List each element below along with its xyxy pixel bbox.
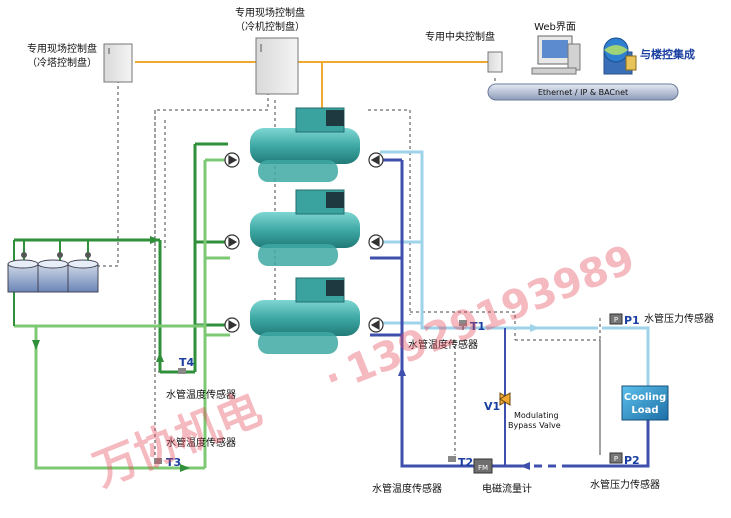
p2-tag: P2 (624, 454, 640, 467)
cooling-tower-icon (67, 259, 99, 293)
tower-panel-label-2: （冷塔控制盘） (27, 56, 97, 69)
chiller-panel-label-1: 专用现场控制盘 (235, 6, 305, 19)
t4-sensor-label: 水管温度传感器 (166, 388, 236, 401)
condenser-flow-arrows (32, 236, 190, 472)
chiller-unit-2 (250, 189, 360, 266)
network-bus: Ethernet / IP & BACnet (487, 83, 679, 101)
pump-icon (368, 234, 384, 250)
cooling-tower-icon (37, 259, 69, 293)
chiller-unit-1 (250, 107, 360, 182)
pump-icon (368, 152, 384, 168)
control-wiring (135, 61, 496, 110)
chiller-panel-label-2: （冷机控制盘） (235, 20, 305, 33)
pressure-sensor-p2: P (609, 452, 623, 464)
sensor-t2 (448, 456, 456, 462)
tower-panel-label-1: 专用现场控制盘 (27, 42, 97, 55)
cooling-load-label-2: Load (631, 405, 658, 416)
bypass-valve-label-1: Modulating (514, 411, 559, 420)
flow-meter: FM (473, 458, 493, 474)
fm-badge: FM (478, 464, 488, 472)
t3-sensor-label: 水管温度传感器 (166, 436, 236, 449)
cooling-load-label-1: Cooling (624, 392, 666, 403)
t2-tag: T2 (458, 456, 473, 469)
pump-icon (224, 317, 240, 333)
pump-icon (224, 152, 240, 168)
sensor-t1 (459, 320, 467, 330)
watermark: 万协机电 · 13929193989 (87, 236, 642, 496)
bypass-valve-label-2: Bypass Valve (508, 421, 561, 430)
t4-tag: T4 (179, 356, 195, 369)
web-ui-label: Web界面 (534, 21, 576, 33)
watermark-text-num: 13929193989 (340, 236, 641, 393)
p1-badge: P (614, 316, 618, 324)
central-panel-label: 专用中央控制盘 (425, 30, 495, 43)
flow-meter-label: 电磁流量计 (482, 482, 532, 495)
pump-icon (368, 317, 384, 333)
chiller-panel (255, 37, 299, 95)
cooling-tower-icon (7, 259, 39, 293)
pumps (224, 152, 384, 333)
signal-lines (90, 78, 601, 460)
bms-globe-icon (603, 37, 637, 75)
cooling-tower-panel (103, 43, 133, 83)
t1-tag: T1 (470, 320, 485, 333)
v1-tag: V1 (484, 400, 500, 413)
cooling-load-box: Cooling Load (621, 385, 669, 421)
web-computer-icon (531, 35, 581, 75)
cooling-towers (7, 252, 99, 293)
t1-sensor-label: 水管温度传感器 (408, 338, 478, 351)
chiller-unit-3 (250, 277, 360, 354)
chiller-units (250, 107, 360, 354)
network-bus-label: Ethernet / IP & BACnet (538, 88, 628, 97)
sensor-t3 (154, 458, 162, 464)
pressure-sensor-p1: P (609, 313, 623, 325)
sensor-t4 (178, 368, 186, 374)
p2-badge: P (614, 455, 618, 463)
central-panel (487, 51, 503, 73)
t3-tag: T3 (166, 456, 181, 469)
t2-sensor-label: 水管温度传感器 (372, 482, 442, 495)
p2-sensor-label: 水管压力传感器 (590, 478, 660, 491)
bypass-valve-icon (499, 392, 511, 406)
p1-sensor-label: 水管压力传感器 (644, 312, 714, 325)
bms-integration-label: 与楼控集成 (640, 47, 695, 61)
pump-icon (224, 234, 240, 250)
p1-tag: P1 (624, 314, 640, 327)
